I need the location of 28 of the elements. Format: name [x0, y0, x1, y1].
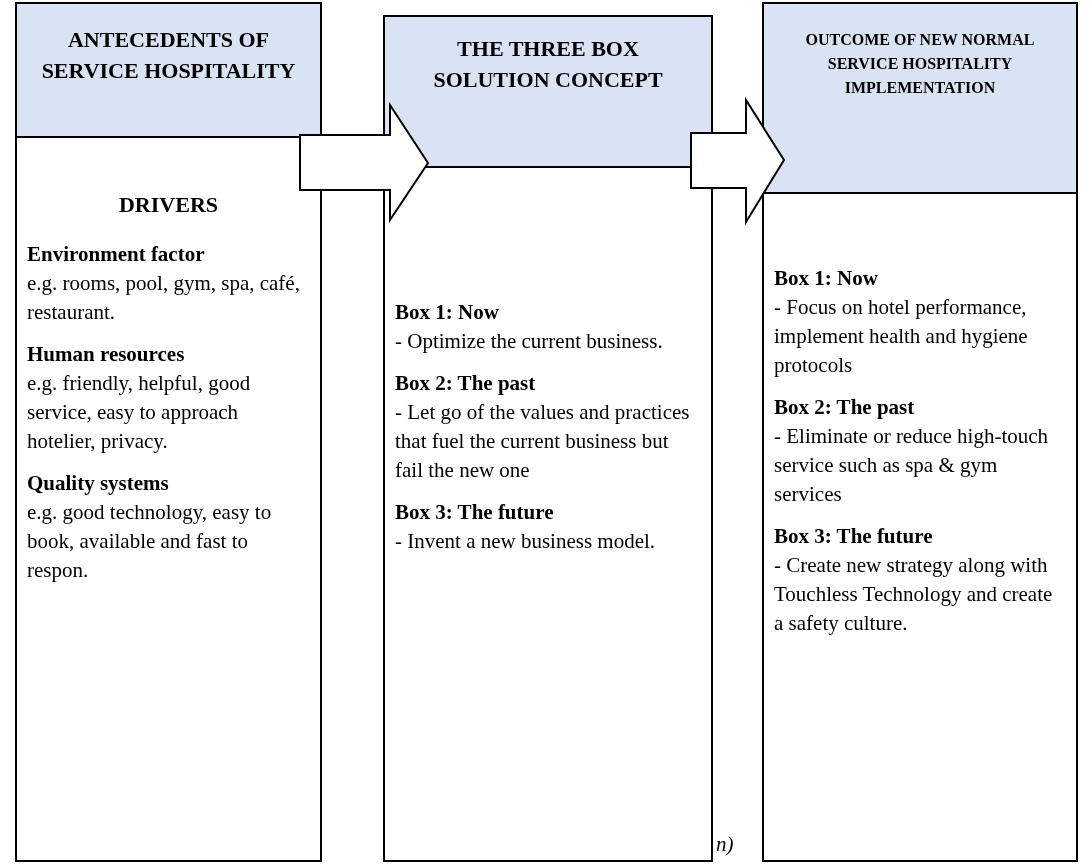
- column-box: [15, 2, 322, 862]
- column-header: OUTCOME OF NEW NORMAL SERVICE HOSPITALITY IMPLEMENTATION: [764, 4, 1076, 194]
- item-description: e.g. friendly, helpful, good service, easy to approach hotelier, privacy.: [27, 370, 252, 455]
- column-box: [762, 2, 1078, 862]
- item-description: e.g. good technology, easy to book, available and fast to respon.: [27, 499, 273, 584]
- item-heading: Box 3: The future: [774, 523, 934, 550]
- item-description: - Optimize the current business.: [395, 328, 664, 355]
- block-arrow: [299, 101, 430, 224]
- block-arrow: [690, 96, 786, 226]
- item-heading: Box 1: Now: [395, 299, 500, 326]
- column-box: [383, 15, 713, 862]
- item-description: e.g. rooms, pool, gym, spa, café, restaurant.: [27, 270, 301, 326]
- item-heading: Environment factor: [27, 241, 206, 268]
- column-header: THE THREE BOX SOLUTION CONCEPT: [385, 17, 711, 168]
- note-text: n): [716, 832, 734, 857]
- section-heading: DRIVERS: [118, 192, 219, 218]
- item-description: - Let go of the values and practices that fuel the current business but fail the new one: [395, 399, 691, 484]
- item-description: - Eliminate or reduce high-touch service such as spa & gym services: [774, 423, 1050, 508]
- item-heading: Quality systems: [27, 470, 170, 497]
- item-description: - Invent a new business model.: [395, 528, 657, 555]
- item-description: - Focus on hotel performance, implement health and hygiene protocols: [774, 294, 1029, 379]
- item-heading: Box 1: Now: [774, 265, 879, 292]
- item-heading: Box 2: The past: [395, 370, 537, 397]
- item-heading: Box 3: The future: [395, 499, 555, 526]
- item-heading: Box 2: The past: [774, 394, 916, 421]
- column-header: ANTECEDENTS OF SERVICE HOSPITALITY: [17, 4, 320, 138]
- item-description: - Create new strategy along with Touchless Technology and create a safety culture.: [774, 552, 1054, 637]
- item-heading: Human resources: [27, 341, 186, 368]
